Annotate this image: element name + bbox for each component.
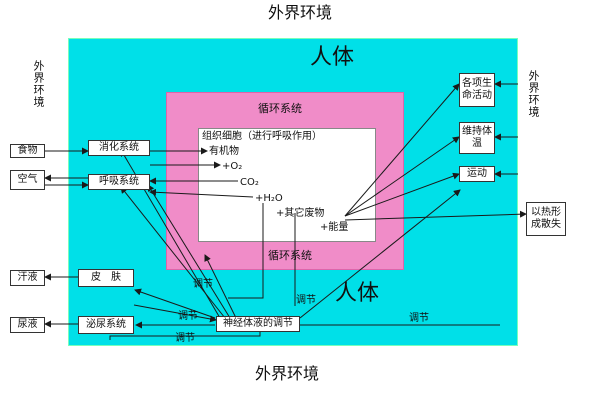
body-label-top: 人体 — [310, 45, 355, 70]
env-label-right: 外界环境 — [527, 70, 540, 118]
excretory-system-box: 泌尿系统 — [78, 316, 134, 334]
cell-energy: +能量 — [320, 222, 349, 233]
regulate-label: 调节 — [193, 279, 213, 290]
regulate-label: 调节 — [409, 313, 429, 324]
tissue-cell-region — [198, 128, 376, 242]
cell-o2: +O₂ — [222, 161, 243, 172]
body-label-bottom: 人体 — [335, 281, 380, 306]
skin-box: 皮 肤 — [78, 269, 134, 287]
cell-organic: 有机物 — [209, 146, 239, 157]
env-label-bottom: 外界环境 — [255, 364, 320, 383]
cell-waste: +其它废物 — [276, 208, 325, 219]
respiratory-system-box: 呼吸系统 — [88, 174, 150, 190]
body-temperature-box: 维持体温 — [459, 122, 495, 154]
regulate-label: 调节 — [178, 311, 198, 322]
life-activities-box: 各项生命活动 — [459, 73, 495, 107]
circulation-label-top: 循环系统 — [258, 102, 302, 115]
heat-dissipation-box: 以热形成散失 — [526, 202, 566, 236]
urine-box: 尿液 — [10, 317, 45, 333]
regulate-label: 调节 — [296, 295, 316, 306]
digestive-system-box: 消化系统 — [88, 140, 150, 156]
sweat-box: 汗液 — [10, 270, 45, 286]
env-label-left: 外界环境 — [32, 60, 45, 108]
circulation-label-bottom: 循环系统 — [268, 249, 312, 262]
env-label-top: 外界环境 — [268, 3, 333, 22]
cell-co2: CO₂ — [240, 177, 259, 188]
food-box: 食物 — [10, 144, 45, 158]
cell-title: 组织细胞（进行呼吸作用） — [202, 131, 322, 142]
cell-h2o: +H₂O — [255, 193, 283, 204]
movement-box: 运动 — [459, 166, 495, 182]
neuro-humoral-regulation-box: 神经体液的调节 — [216, 316, 300, 332]
air-box: 空气 — [10, 170, 45, 190]
regulate-label: 调节 — [175, 333, 195, 344]
